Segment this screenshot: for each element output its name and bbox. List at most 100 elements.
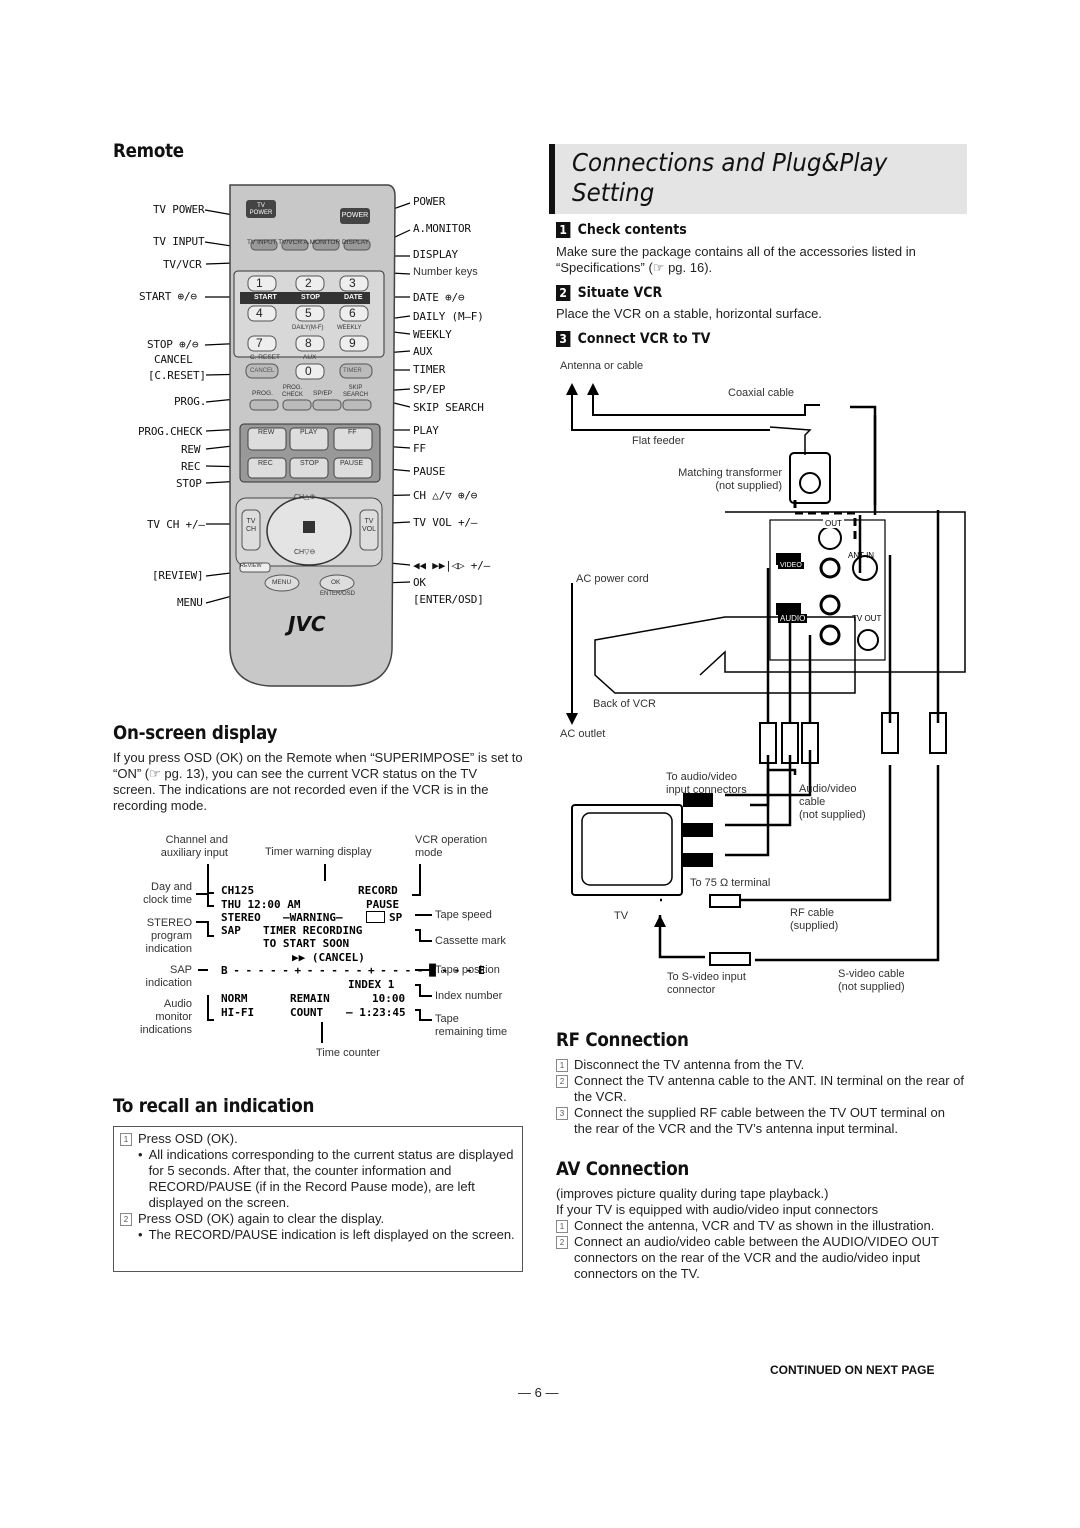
osd-count: COUNT [290, 1006, 324, 1019]
osd-to-start: TO START SOON [263, 937, 350, 950]
rb-skip: SKIP SEARCH [343, 385, 369, 398]
label-tv-power: TV POWER [153, 203, 205, 216]
label-tv-vcr: TV/VCR [163, 258, 202, 271]
recall-bullet-2: •The RECORD/PAUSE indication is left dis… [120, 1227, 515, 1243]
rb-aux: AUX [303, 354, 317, 361]
step-heading: Situate VCR [577, 285, 663, 301]
label-rec: REC [181, 460, 201, 473]
lbl-tv-out: TV OUT [852, 614, 882, 623]
lbl-ac-outlet: AC outlet [560, 728, 606, 740]
label-play: PLAY [413, 424, 439, 437]
rb-tvvol: TV VOL [361, 518, 376, 533]
label-review: [REVIEW] [152, 569, 204, 582]
label-ch: CH △/▽ ⊕/⊖ [413, 489, 478, 502]
av-heading: AV Connection [556, 1158, 690, 1180]
label-stop: STOP [176, 477, 202, 490]
rb-ff: FF [348, 429, 357, 436]
step-text: Disconnect the TV antenna from the TV. [574, 1057, 805, 1072]
rb-enterosd: ENTER/OSD [320, 591, 356, 597]
osd-remain: REMAIN [290, 992, 330, 1005]
step-number: 3 [556, 331, 571, 347]
key-2: 2 [305, 276, 312, 290]
step-text: Connect an audio/video cable between the… [574, 1234, 939, 1281]
label-skip-keys: ◀◀ ▶▶|◁▷ +/– [413, 559, 491, 572]
label-cancel: CANCEL [154, 353, 193, 366]
key-0: 0 [305, 364, 312, 378]
key-3: 3 [349, 276, 356, 290]
av-intro-2: If your TV is equipped with audio/video … [556, 1202, 879, 1217]
osd-sp: SP [389, 911, 403, 924]
lbl-matching: Matching transformer (not supplied) [678, 467, 782, 492]
av-intro-1: (improves picture quality during tape pl… [556, 1186, 829, 1201]
label-display: DISPLAY [413, 248, 458, 261]
rb-spep: SP/EP [313, 390, 333, 397]
rb-stop: STOP [301, 294, 320, 301]
step-text: Press OSD (OK) again to clear the displa… [138, 1211, 385, 1226]
callout-audio-monitor: Audio monitor indications [140, 998, 192, 1036]
label-start: START ⊕/⊖ [139, 290, 197, 303]
lbl-video: VIDEO [778, 562, 804, 569]
step-situate-vcr: 2 Situate VCR [556, 285, 674, 301]
label-date: DATE ⊕/⊖ [413, 291, 465, 304]
label-timer: TIMER [413, 363, 446, 376]
step-number: 1 [556, 1059, 568, 1072]
key-8: 8 [305, 336, 312, 350]
title-line-2: Setting [572, 178, 655, 207]
callout-cassette: Cassette mark [435, 935, 506, 947]
callout-sap: SAP indication [145, 964, 192, 989]
lbl-ant-in: ANT IN [848, 551, 875, 560]
label-tv-ch: TV CH +/– [147, 518, 205, 531]
lbl-tv: TV [614, 910, 629, 922]
osd-pause: PAUSE [366, 898, 400, 911]
osd-stereo: STEREO [221, 911, 261, 924]
rb-ok: OK [331, 579, 341, 586]
osd-warning: –WARNING– [283, 911, 343, 924]
av-content: (improves picture quality during tape pl… [556, 1186, 971, 1282]
rb-prog-check: PROG. CHECK [282, 385, 304, 398]
step-number: 2 [556, 285, 571, 301]
label-skip-search: SKIP SEARCH [413, 401, 484, 414]
label-ok: OK [413, 576, 426, 589]
lbl-rf-cable: RF cable (supplied) [790, 907, 839, 932]
osd-count-val: – 1:23:45 [346, 1006, 406, 1019]
rb-rew: REW [258, 429, 275, 436]
recall-box [113, 1126, 523, 1272]
lbl-out: OUT [823, 519, 844, 528]
osd-remain-val: 10:00 [372, 992, 406, 1005]
label-weekly: WEEKLY [413, 328, 452, 341]
rb-menu: MENU [272, 579, 292, 586]
bullet-text: All indications corresponding to the cur… [148, 1147, 514, 1210]
bullet: • [138, 1147, 143, 1162]
step-text: Connect the TV antenna cable to the ANT.… [574, 1073, 964, 1104]
bullet: • [138, 1227, 143, 1242]
label-prog: PROG. [174, 395, 207, 408]
key-1: 1 [256, 276, 263, 290]
rb-row-labels: TV INPUT TV/VCR A.MONITOR DISPLAY [247, 239, 369, 246]
label-daily: DAILY (M–F) [413, 310, 484, 323]
lbl-coax: Coaxial cable [728, 387, 795, 399]
step-text: Press OSD (OK). [138, 1131, 238, 1146]
rf-heading: RF Connection [556, 1029, 689, 1051]
label-stop-timer: STOP ⊕/⊖ [147, 338, 199, 351]
page-title: Connections and Plug&Play Setting [572, 148, 887, 208]
label-ff: FF [413, 442, 426, 455]
osd-index: INDEX 1 [348, 978, 395, 991]
callout-index-number: Index number [435, 990, 503, 1002]
rb-power: POWER [341, 212, 369, 219]
rb-review: REVIEW [240, 563, 262, 569]
rb-chdn: CH▽⊖ [294, 549, 316, 556]
check-contents-text: Make sure the package contains all of th… [556, 244, 916, 275]
lbl-to-av: To audio/video input connectors [666, 771, 747, 796]
title-bar [549, 144, 555, 214]
callout-vcr-mode: VCR operation mode [415, 834, 488, 859]
lbl-svideo-cable: S-video cable (not supplied) [838, 968, 905, 993]
rb-chup: CH△⊕ [294, 494, 316, 501]
lbl-ac-cord: AC power cord [576, 573, 649, 585]
